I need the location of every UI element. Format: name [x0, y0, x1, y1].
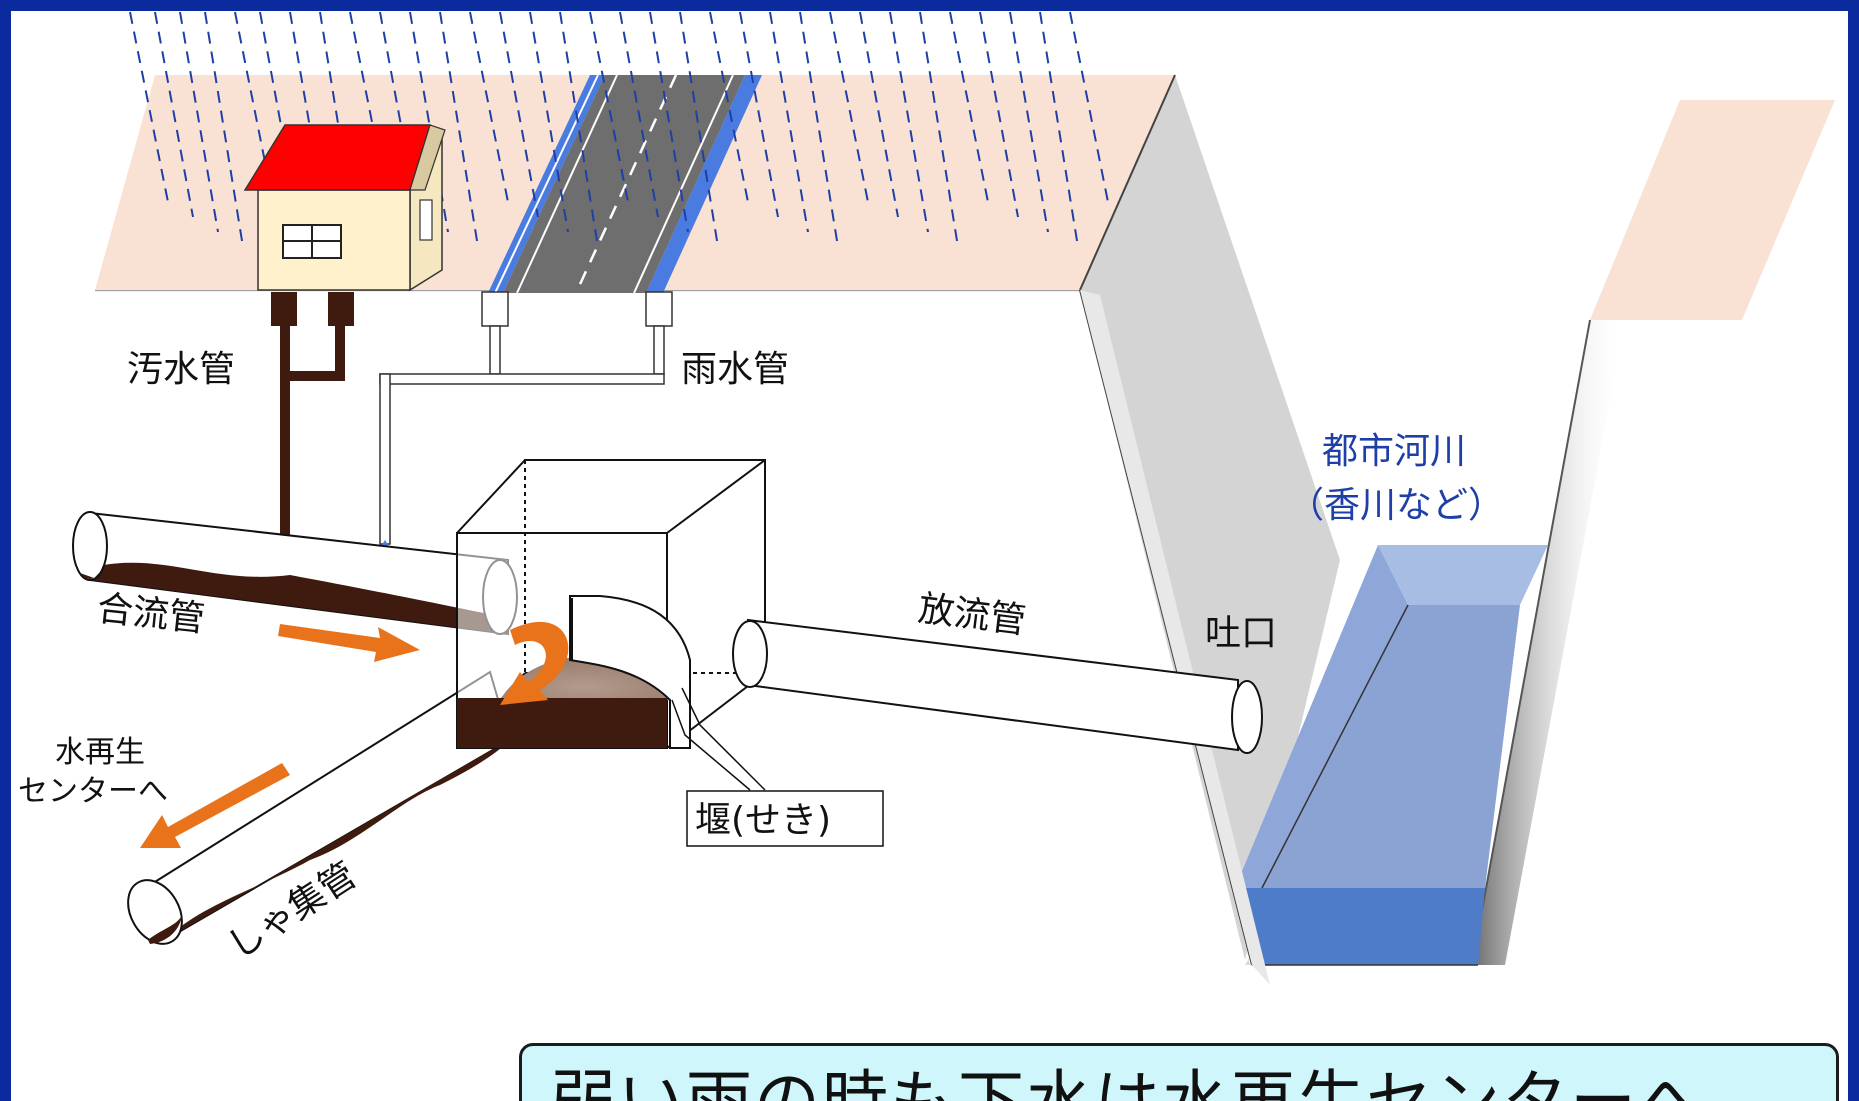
rain-streak	[739, 11, 779, 218]
rain-streak	[859, 11, 899, 218]
arrow-into-box	[278, 624, 420, 662]
discharge-pipe	[732, 618, 1263, 754]
box-sewage	[457, 698, 667, 748]
river-water-front	[1262, 605, 1520, 888]
river-water-surface	[1378, 545, 1548, 605]
river-bank-right-shadow	[1472, 320, 1625, 965]
road-center-line	[574, 74, 678, 294]
caption-text: 弱い雨の時も下水は水再生センターへ	[550, 1048, 1706, 1101]
river-bank-top-edge	[1079, 74, 1176, 291]
arrow-curve-down	[500, 621, 569, 705]
label-river-line1: 都市河川	[1322, 431, 1466, 472]
rain-streak	[829, 11, 869, 203]
caption-box: 弱い雨の時も下水は水再生センターへ	[519, 1043, 1839, 1101]
road-edge-right	[646, 75, 762, 293]
rain-streak	[154, 11, 194, 218]
river-water-bottom	[1235, 888, 1485, 965]
rain-streak	[889, 11, 929, 233]
river-water-body	[1235, 545, 1408, 888]
river-water-edge	[1261, 604, 1409, 889]
rain-streak	[129, 11, 169, 203]
label-sewage-pipe: 汚水管	[127, 349, 235, 390]
rain-streak	[979, 11, 1019, 218]
weir-pointer	[681, 687, 766, 791]
sewage-drain-pipe	[271, 292, 354, 556]
diagram-frame: 汚水管 雨水管 合流管 放流管 吐口 都市河川 （香川など） 水再生 センターへ…	[11, 11, 1848, 1101]
rain-streak	[949, 11, 989, 203]
label-combined-pipe: 合流管	[95, 588, 207, 640]
rain-streak	[1069, 11, 1109, 203]
rain-streak	[709, 11, 749, 203]
label-river-line2: （香川など）	[1288, 485, 1504, 526]
road-surface	[503, 75, 745, 293]
house-roof-side	[409, 124, 446, 191]
rain-streak	[589, 11, 629, 203]
ground-edge-shadow	[95, 290, 1092, 318]
weir	[569, 595, 691, 749]
flow-arrows	[140, 621, 569, 848]
rain-streak	[499, 11, 539, 218]
road-line-right-inner	[633, 74, 734, 294]
river-bank-left-face	[1080, 75, 1340, 960]
combined-sewer-diagram: 汚水管 雨水管 合流管 放流管 吐口 都市河川 （香川など） 水再生 センターへ…	[18, 11, 1835, 985]
label-storm-pipe: 雨水管	[681, 349, 789, 390]
river-bank-soft-shadow	[1080, 290, 1270, 985]
weir-label-box	[686, 790, 884, 847]
rain-streak	[469, 11, 509, 203]
label-weir: 堰(せき)	[695, 800, 831, 841]
house-side-window	[419, 199, 433, 241]
storm-drain-pipe	[379, 291, 673, 545]
rain-streak	[1009, 11, 1049, 233]
label-outfall: 吐口	[1205, 613, 1277, 654]
road-line-left	[494, 74, 599, 294]
arrow-to-center	[140, 763, 290, 848]
label-discharge-pipe: 放流管	[916, 588, 1028, 642]
rain-streak	[179, 11, 219, 233]
rain-streak	[259, 11, 299, 218]
rain-streak	[619, 11, 659, 218]
rain-streak	[649, 11, 689, 233]
river-bank-right-edge	[1471, 319, 1591, 966]
rain-streak	[769, 11, 809, 233]
rain-streak	[529, 11, 569, 233]
river-far-ground	[1590, 100, 1835, 320]
rain-streak	[379, 11, 419, 218]
label-to-center-line1: 水再生	[55, 735, 145, 770]
road-line-left-inner	[516, 74, 618, 294]
label-to-center-line2: センターへ	[18, 774, 168, 809]
